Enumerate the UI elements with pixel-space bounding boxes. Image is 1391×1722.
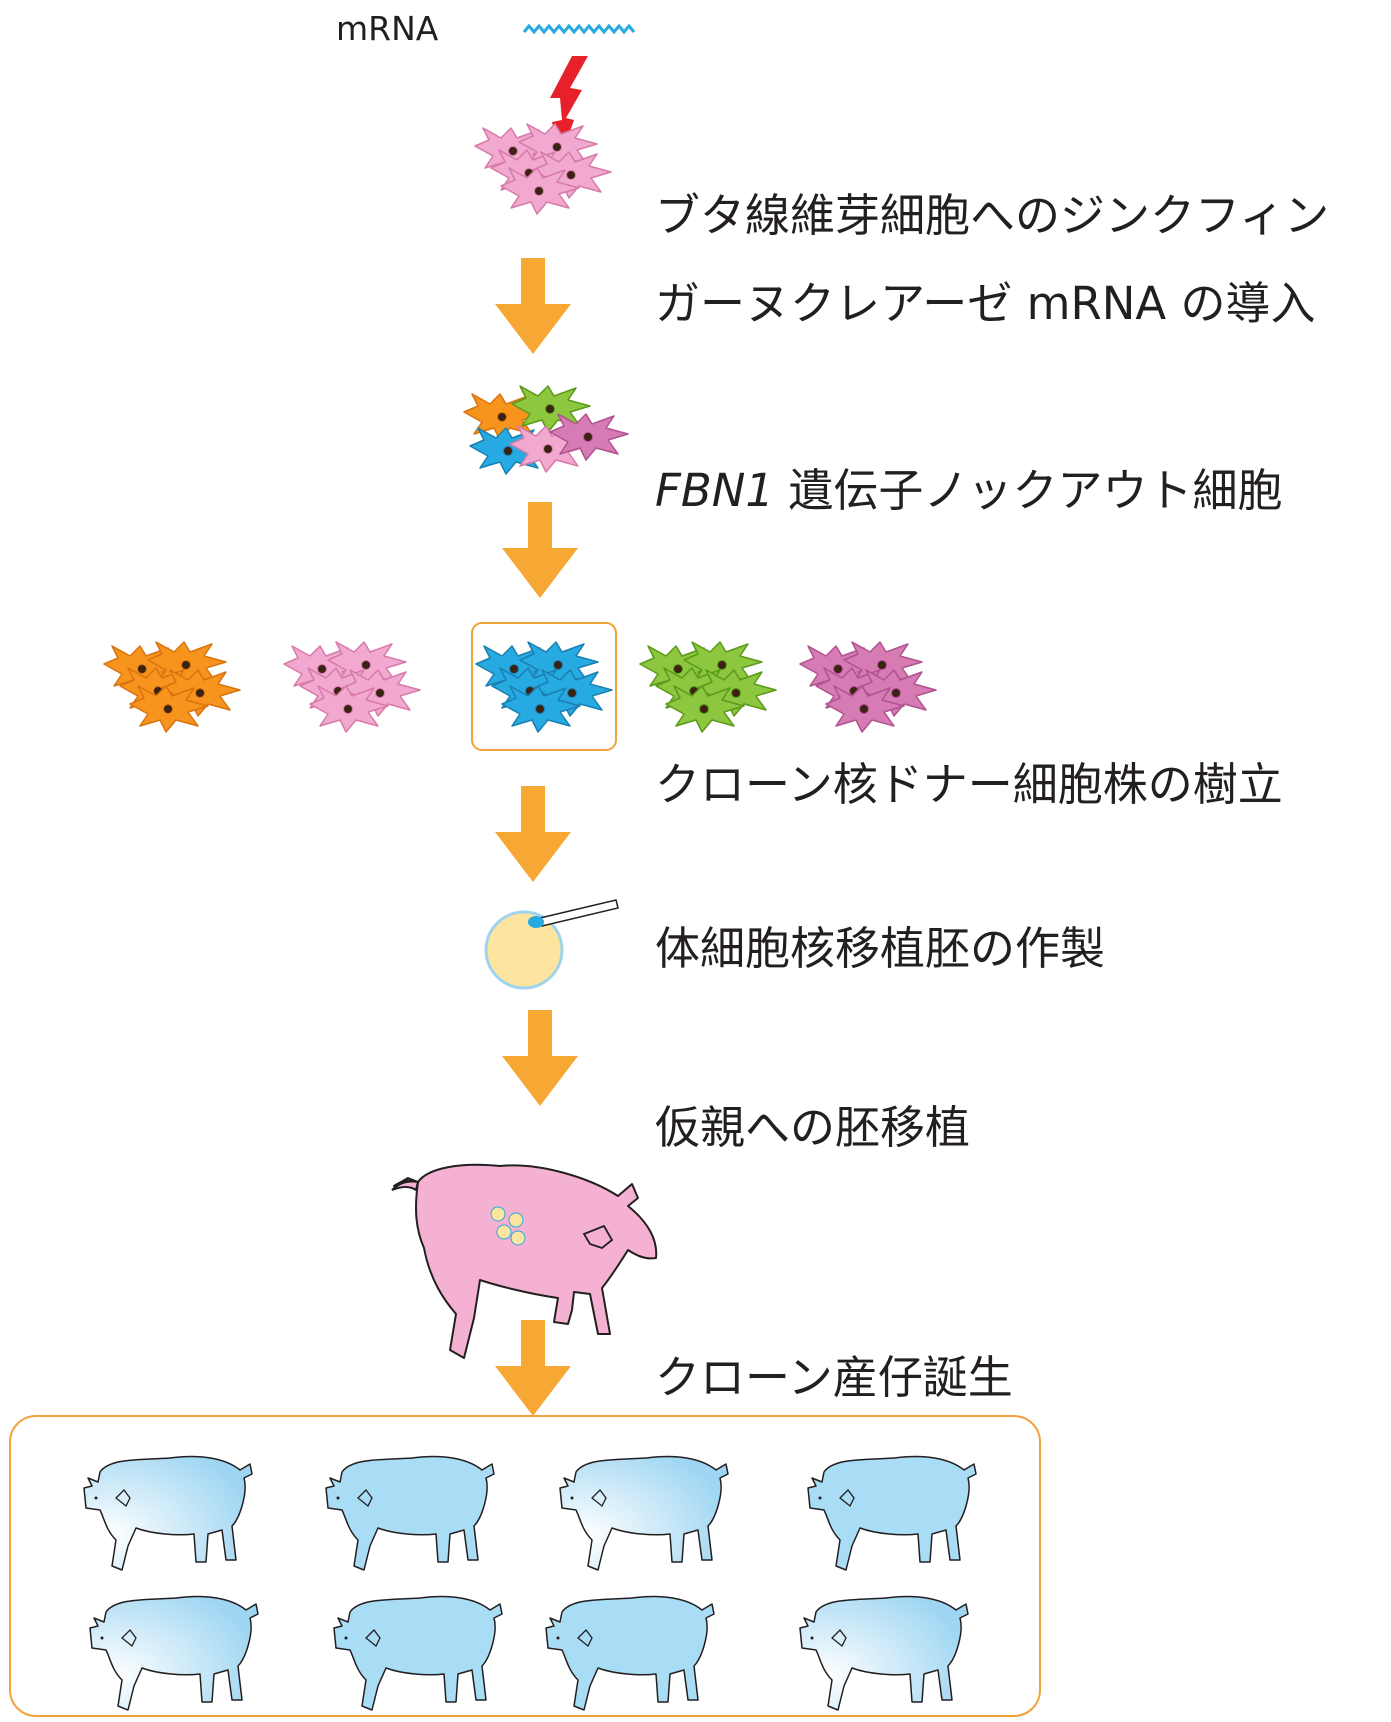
pig-icon	[391, 1163, 658, 1359]
step-2-text: 遺伝子ノックアウト細胞	[774, 464, 1283, 517]
step-3-label: クローン核ドナー細胞株の樹立	[655, 758, 1283, 811]
mrna-label: mRNA	[336, 9, 439, 48]
step-5-label: 仮親への胚移植	[655, 1101, 971, 1154]
arrow-down-icon	[495, 258, 571, 354]
piglet-icon	[83, 1455, 253, 1571]
gene-name: FBN1	[655, 464, 775, 517]
embryo-icon	[484, 910, 564, 990]
piglet-icon	[559, 1455, 729, 1571]
piglet-icon	[799, 1595, 969, 1711]
arrow-down-icon	[502, 1010, 578, 1106]
cell-cluster-icon	[463, 385, 629, 475]
piglet-icon	[333, 1595, 503, 1711]
arrow-down-icon	[495, 786, 571, 882]
cell-cluster-icon	[475, 124, 611, 214]
arrow-down-icon	[502, 502, 578, 598]
step-6-label: クローン産仔誕生	[655, 1351, 1013, 1404]
cell-cluster-icon	[476, 642, 612, 732]
selected-clone-box	[471, 622, 617, 751]
piglet-icon	[545, 1595, 715, 1711]
step-1-label-line2: ガーヌクレアーゼ mRNA の導入	[655, 277, 1316, 330]
cell-cluster-icon	[284, 642, 420, 732]
step-2-label: FBN1 遺伝子ノックアウト細胞	[655, 468, 1282, 513]
piglet-icon	[807, 1455, 977, 1571]
mrna-wave-icon	[522, 23, 636, 35]
piglet-icon	[325, 1455, 495, 1571]
cell-cluster-icon	[800, 642, 936, 732]
step-4-label: 体細胞核移植胚の作製	[655, 922, 1106, 975]
pipette-icon	[528, 899, 619, 928]
piglet-icon	[89, 1595, 259, 1711]
cell-cluster-icon	[104, 642, 240, 732]
cell-cluster-icon	[640, 642, 776, 732]
arrow-down-icon	[495, 1320, 571, 1416]
piglets-box	[9, 1415, 1041, 1717]
step-1-label-line1: ブタ線維芽細胞へのジンクフィン	[655, 189, 1330, 242]
